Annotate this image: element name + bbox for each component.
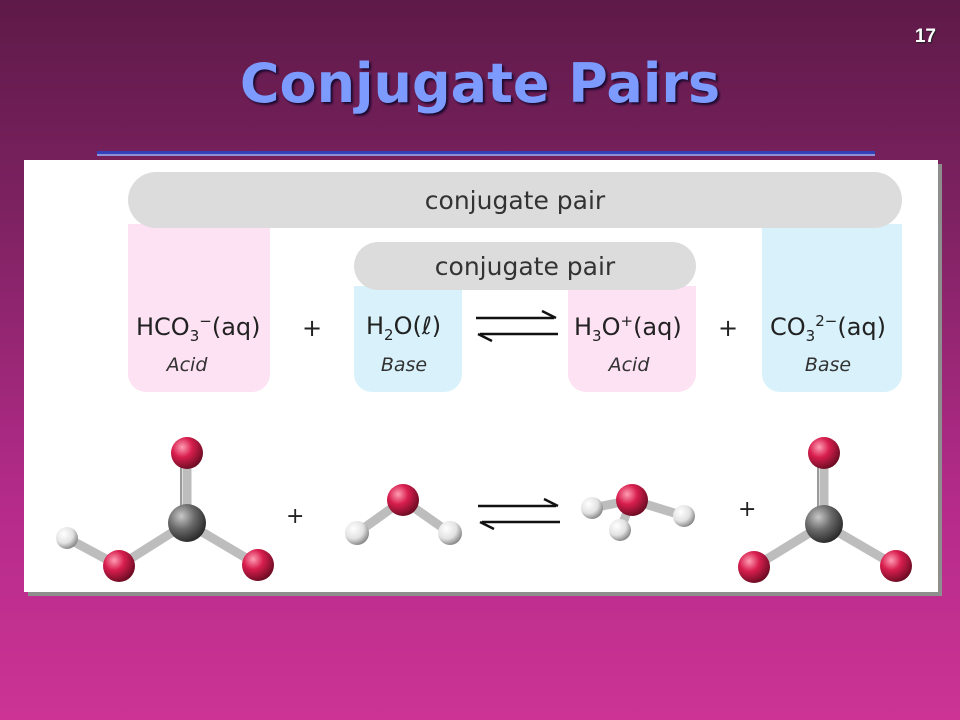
diagram-panel: conjugate pair conjugate pair HCO3−(aq) …: [24, 160, 938, 592]
formula-text: H: [574, 313, 593, 341]
molecule-models: + +: [56, 437, 912, 583]
formula-bicarbonate: HCO3−(aq): [136, 312, 261, 345]
role-label-acid-1: Acid: [166, 354, 208, 376]
formula-text-after: O(ℓ): [393, 312, 442, 340]
plus-sign-2: +: [718, 314, 739, 342]
role-label-base-1: Base: [380, 354, 428, 376]
formula-state: (aq): [837, 313, 886, 341]
acid-column-1: [128, 224, 270, 392]
formula-water: H2O(ℓ): [366, 312, 441, 344]
equilibrium-arrows-model-icon: [478, 497, 560, 531]
water-model: [345, 484, 462, 545]
slide-title: Conjugate Pairs: [239, 52, 721, 115]
role-label-base-2: Base: [804, 354, 852, 376]
formula-subscript: 3: [189, 326, 200, 345]
formula-text: H: [366, 312, 385, 340]
formula-state: (aq): [211, 313, 261, 341]
formula-carbonate: CO32−(aq): [770, 312, 886, 345]
formula-text-after: O: [601, 313, 621, 341]
formula-text: CO: [770, 313, 806, 341]
formula-state: (aq): [633, 313, 682, 341]
formula-superscript: +: [620, 312, 634, 330]
plus-sign-model-2: +: [738, 497, 756, 522]
formula-superscript: 2−: [815, 312, 838, 330]
bicarbonate-model: [56, 437, 274, 582]
formula-text: HCO: [136, 313, 190, 341]
formula-superscript: −: [199, 312, 212, 330]
inner-conjugate-pair-bar: conjugate pair: [354, 242, 696, 290]
base-column-1: [354, 286, 462, 392]
formula-subscript: 3: [805, 326, 816, 345]
formula-hydronium: H3O+(aq): [574, 312, 682, 345]
formula-subscript: 3: [592, 326, 602, 345]
title-underline: [97, 151, 875, 154]
outer-conjugate-pair-bar: conjugate pair: [128, 172, 902, 228]
formula-subscript: 2: [384, 325, 394, 344]
equilibrium-arrows-icon: [476, 309, 558, 343]
role-label-acid-2: Acid: [608, 354, 650, 376]
plus-sign-model-1: +: [286, 504, 304, 529]
hydronium-model: [581, 484, 695, 541]
slide-number: 17: [914, 26, 936, 47]
base-column-2: [762, 224, 902, 392]
carbonate-model: [738, 437, 912, 583]
plus-sign-1: +: [302, 314, 323, 342]
acid-column-2: [568, 286, 696, 392]
